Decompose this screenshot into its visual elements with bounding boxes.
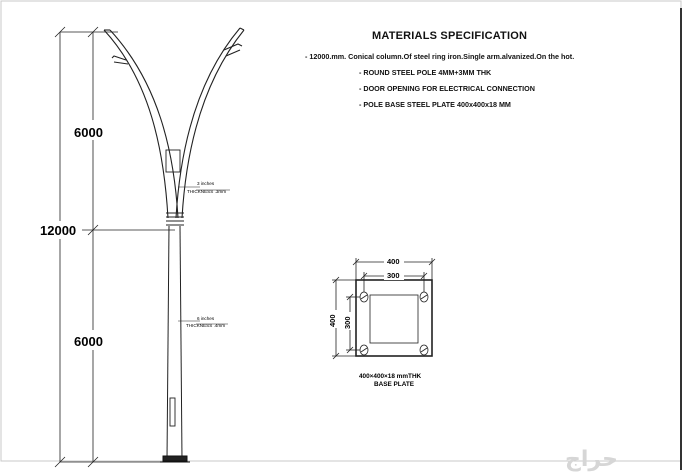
door-opening [169, 397, 176, 427]
plate-caption-size: 400×400×18 mmTHK [359, 373, 422, 380]
upper-thickness-callout [178, 186, 230, 191]
plate-outer-width: 400 [387, 257, 400, 266]
pole-shaft [166, 225, 183, 461]
height-dimension [54, 26, 175, 468]
lower-thickness-note: THICKNESS .4mm [186, 323, 225, 328]
plate-caption-name: BASE PLATE [374, 381, 415, 388]
total-height-label: 12000 [40, 223, 76, 238]
spec-line-4: - POLE BASE STEEL PLATE 400x400x18 MM [359, 100, 511, 109]
plate-inner-width: 300 [387, 271, 400, 280]
pole-base [160, 455, 190, 463]
lower-size-note: 6 inches [197, 316, 215, 321]
watermark-logo: حراج [565, 447, 618, 472]
upper-size-note: 3 inches [197, 181, 215, 186]
plate-inner-height: 300 [343, 316, 352, 329]
upper-height-label: 6000 [74, 125, 103, 140]
base-plate-drawing [332, 258, 436, 360]
spec-line-1: - 12000.mm. Conical column.Of steel ring… [305, 52, 575, 61]
lower-height-label: 6000 [74, 334, 103, 349]
pole-collar [166, 212, 184, 226]
upper-thickness-note: THICKNESS .3mm [187, 189, 226, 194]
spec-line-2: - ROUND STEEL POLE 4MM+3MM THK [359, 68, 492, 77]
plate-outer-height: 400 [328, 314, 337, 327]
frame-border [0, 0, 682, 462]
spec-title: MATERIALS SPECIFICATION [372, 30, 528, 42]
pole-arms [103, 27, 245, 219]
arm-bracket [165, 149, 181, 173]
lower-thickness-callout [178, 320, 228, 325]
spec-line-3: - DOOR OPENING FOR ELECTRICAL CONNECTION [359, 84, 535, 93]
